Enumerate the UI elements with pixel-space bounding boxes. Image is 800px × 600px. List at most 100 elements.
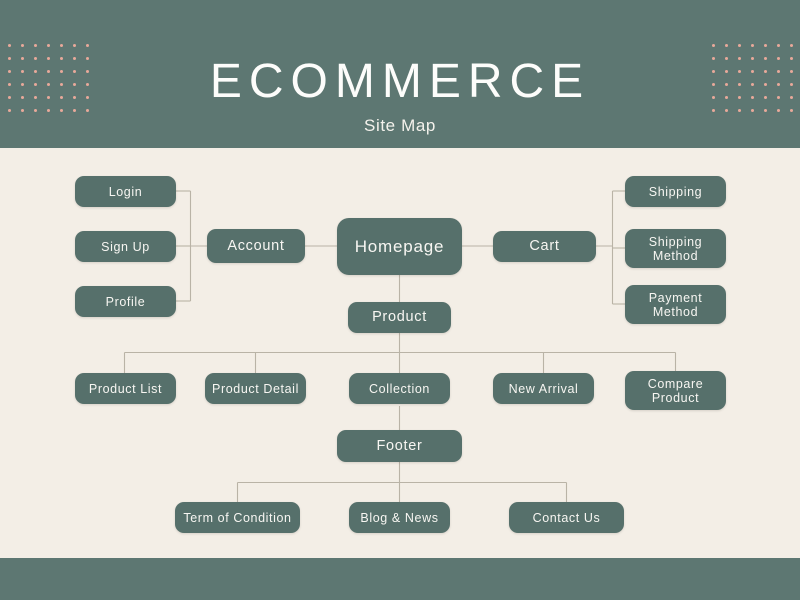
- decorative-dot: [777, 109, 780, 112]
- decorative-dot: [34, 70, 37, 73]
- decorative-dot: [712, 83, 715, 86]
- page-subtitle: Site Map: [364, 116, 436, 135]
- decorative-dot: [86, 57, 89, 60]
- decorative-dot: [751, 70, 754, 73]
- decorative-dot: [73, 70, 76, 73]
- decorative-dot: [725, 70, 728, 73]
- node-product-list[interactable]: Product List: [75, 373, 176, 404]
- decorative-dot: [751, 83, 754, 86]
- decorative-dot: [21, 83, 24, 86]
- node-payment-method[interactable]: Payment Method: [625, 285, 726, 324]
- decorative-dot: [86, 44, 89, 47]
- decorative-dot: [21, 96, 24, 99]
- decorative-dot: [777, 57, 780, 60]
- node-profile[interactable]: Profile: [75, 286, 176, 317]
- decorative-dot: [790, 109, 793, 112]
- decorative-dot: [790, 83, 793, 86]
- decorative-dot: [34, 96, 37, 99]
- node-cart[interactable]: Cart: [493, 231, 596, 262]
- decorative-dot: [790, 44, 793, 47]
- decorative-dot: [21, 44, 24, 47]
- dot-pattern-right: [712, 44, 798, 112]
- node-collection[interactable]: Collection: [349, 373, 450, 404]
- node-shipping[interactable]: Shipping: [625, 176, 726, 207]
- decorative-dot: [790, 57, 793, 60]
- node-term-of-condition[interactable]: Term of Condition: [175, 502, 300, 533]
- node-shipping-method[interactable]: Shipping Method: [625, 229, 726, 268]
- decorative-dot: [73, 57, 76, 60]
- decorative-dot: [73, 96, 76, 99]
- decorative-dot: [73, 83, 76, 86]
- decorative-dot: [712, 57, 715, 60]
- decorative-dot: [34, 109, 37, 112]
- decorative-dot: [8, 70, 11, 73]
- decorative-dot: [738, 44, 741, 47]
- node-account[interactable]: Account: [207, 229, 305, 263]
- decorative-dot: [60, 96, 63, 99]
- node-footer[interactable]: Footer: [337, 430, 462, 462]
- decorative-dot: [764, 96, 767, 99]
- decorative-dot: [725, 57, 728, 60]
- decorative-dot: [751, 44, 754, 47]
- decorative-dot: [47, 70, 50, 73]
- decorative-dot: [73, 109, 76, 112]
- decorative-dot: [764, 83, 767, 86]
- decorative-dot: [777, 70, 780, 73]
- decorative-dot: [751, 96, 754, 99]
- decorative-dot: [60, 83, 63, 86]
- node-blog-and-news[interactable]: Blog & News: [349, 502, 450, 533]
- decorative-dot: [8, 57, 11, 60]
- decorative-dot: [73, 44, 76, 47]
- decorative-dot: [34, 44, 37, 47]
- decorative-dot: [47, 96, 50, 99]
- decorative-dot: [777, 96, 780, 99]
- decorative-dot: [21, 109, 24, 112]
- decorative-dot: [751, 109, 754, 112]
- decorative-dot: [8, 83, 11, 86]
- decorative-dot: [764, 70, 767, 73]
- node-homepage[interactable]: Homepage: [337, 218, 462, 275]
- decorative-dot: [712, 44, 715, 47]
- decorative-dot: [725, 83, 728, 86]
- decorative-dot: [777, 83, 780, 86]
- decorative-dot: [60, 44, 63, 47]
- decorative-dot: [738, 96, 741, 99]
- node-new-arrival[interactable]: New Arrival: [493, 373, 594, 404]
- decorative-dot: [738, 109, 741, 112]
- decorative-dot: [738, 70, 741, 73]
- decorative-dot: [777, 44, 780, 47]
- node-contact-us[interactable]: Contact Us: [509, 502, 624, 533]
- header-band: ECOMMERCE Site Map: [0, 0, 800, 148]
- decorative-dot: [725, 44, 728, 47]
- decorative-dot: [8, 109, 11, 112]
- decorative-dot: [764, 44, 767, 47]
- decorative-dot: [751, 57, 754, 60]
- node-login[interactable]: Login: [75, 176, 176, 207]
- decorative-dot: [60, 57, 63, 60]
- decorative-dot: [86, 70, 89, 73]
- page-title: ECOMMERCE: [209, 55, 591, 108]
- decorative-dot: [60, 70, 63, 73]
- decorative-dot: [34, 57, 37, 60]
- decorative-dot: [21, 57, 24, 60]
- decorative-dot: [47, 44, 50, 47]
- decorative-dot: [8, 44, 11, 47]
- node-signup[interactable]: Sign Up: [75, 231, 176, 262]
- decorative-dot: [725, 109, 728, 112]
- decorative-dot: [738, 83, 741, 86]
- decorative-dot: [60, 109, 63, 112]
- decorative-dot: [712, 96, 715, 99]
- decorative-dot: [34, 83, 37, 86]
- decorative-dot: [47, 83, 50, 86]
- decorative-dot: [712, 109, 715, 112]
- decorative-dot: [47, 57, 50, 60]
- decorative-dot: [764, 57, 767, 60]
- node-product-detail[interactable]: Product Detail: [205, 373, 306, 404]
- node-product[interactable]: Product: [348, 302, 451, 333]
- decorative-dot: [725, 96, 728, 99]
- decorative-dot: [47, 109, 50, 112]
- node-compare-product[interactable]: Compare Product: [625, 371, 726, 410]
- decorative-dot: [21, 70, 24, 73]
